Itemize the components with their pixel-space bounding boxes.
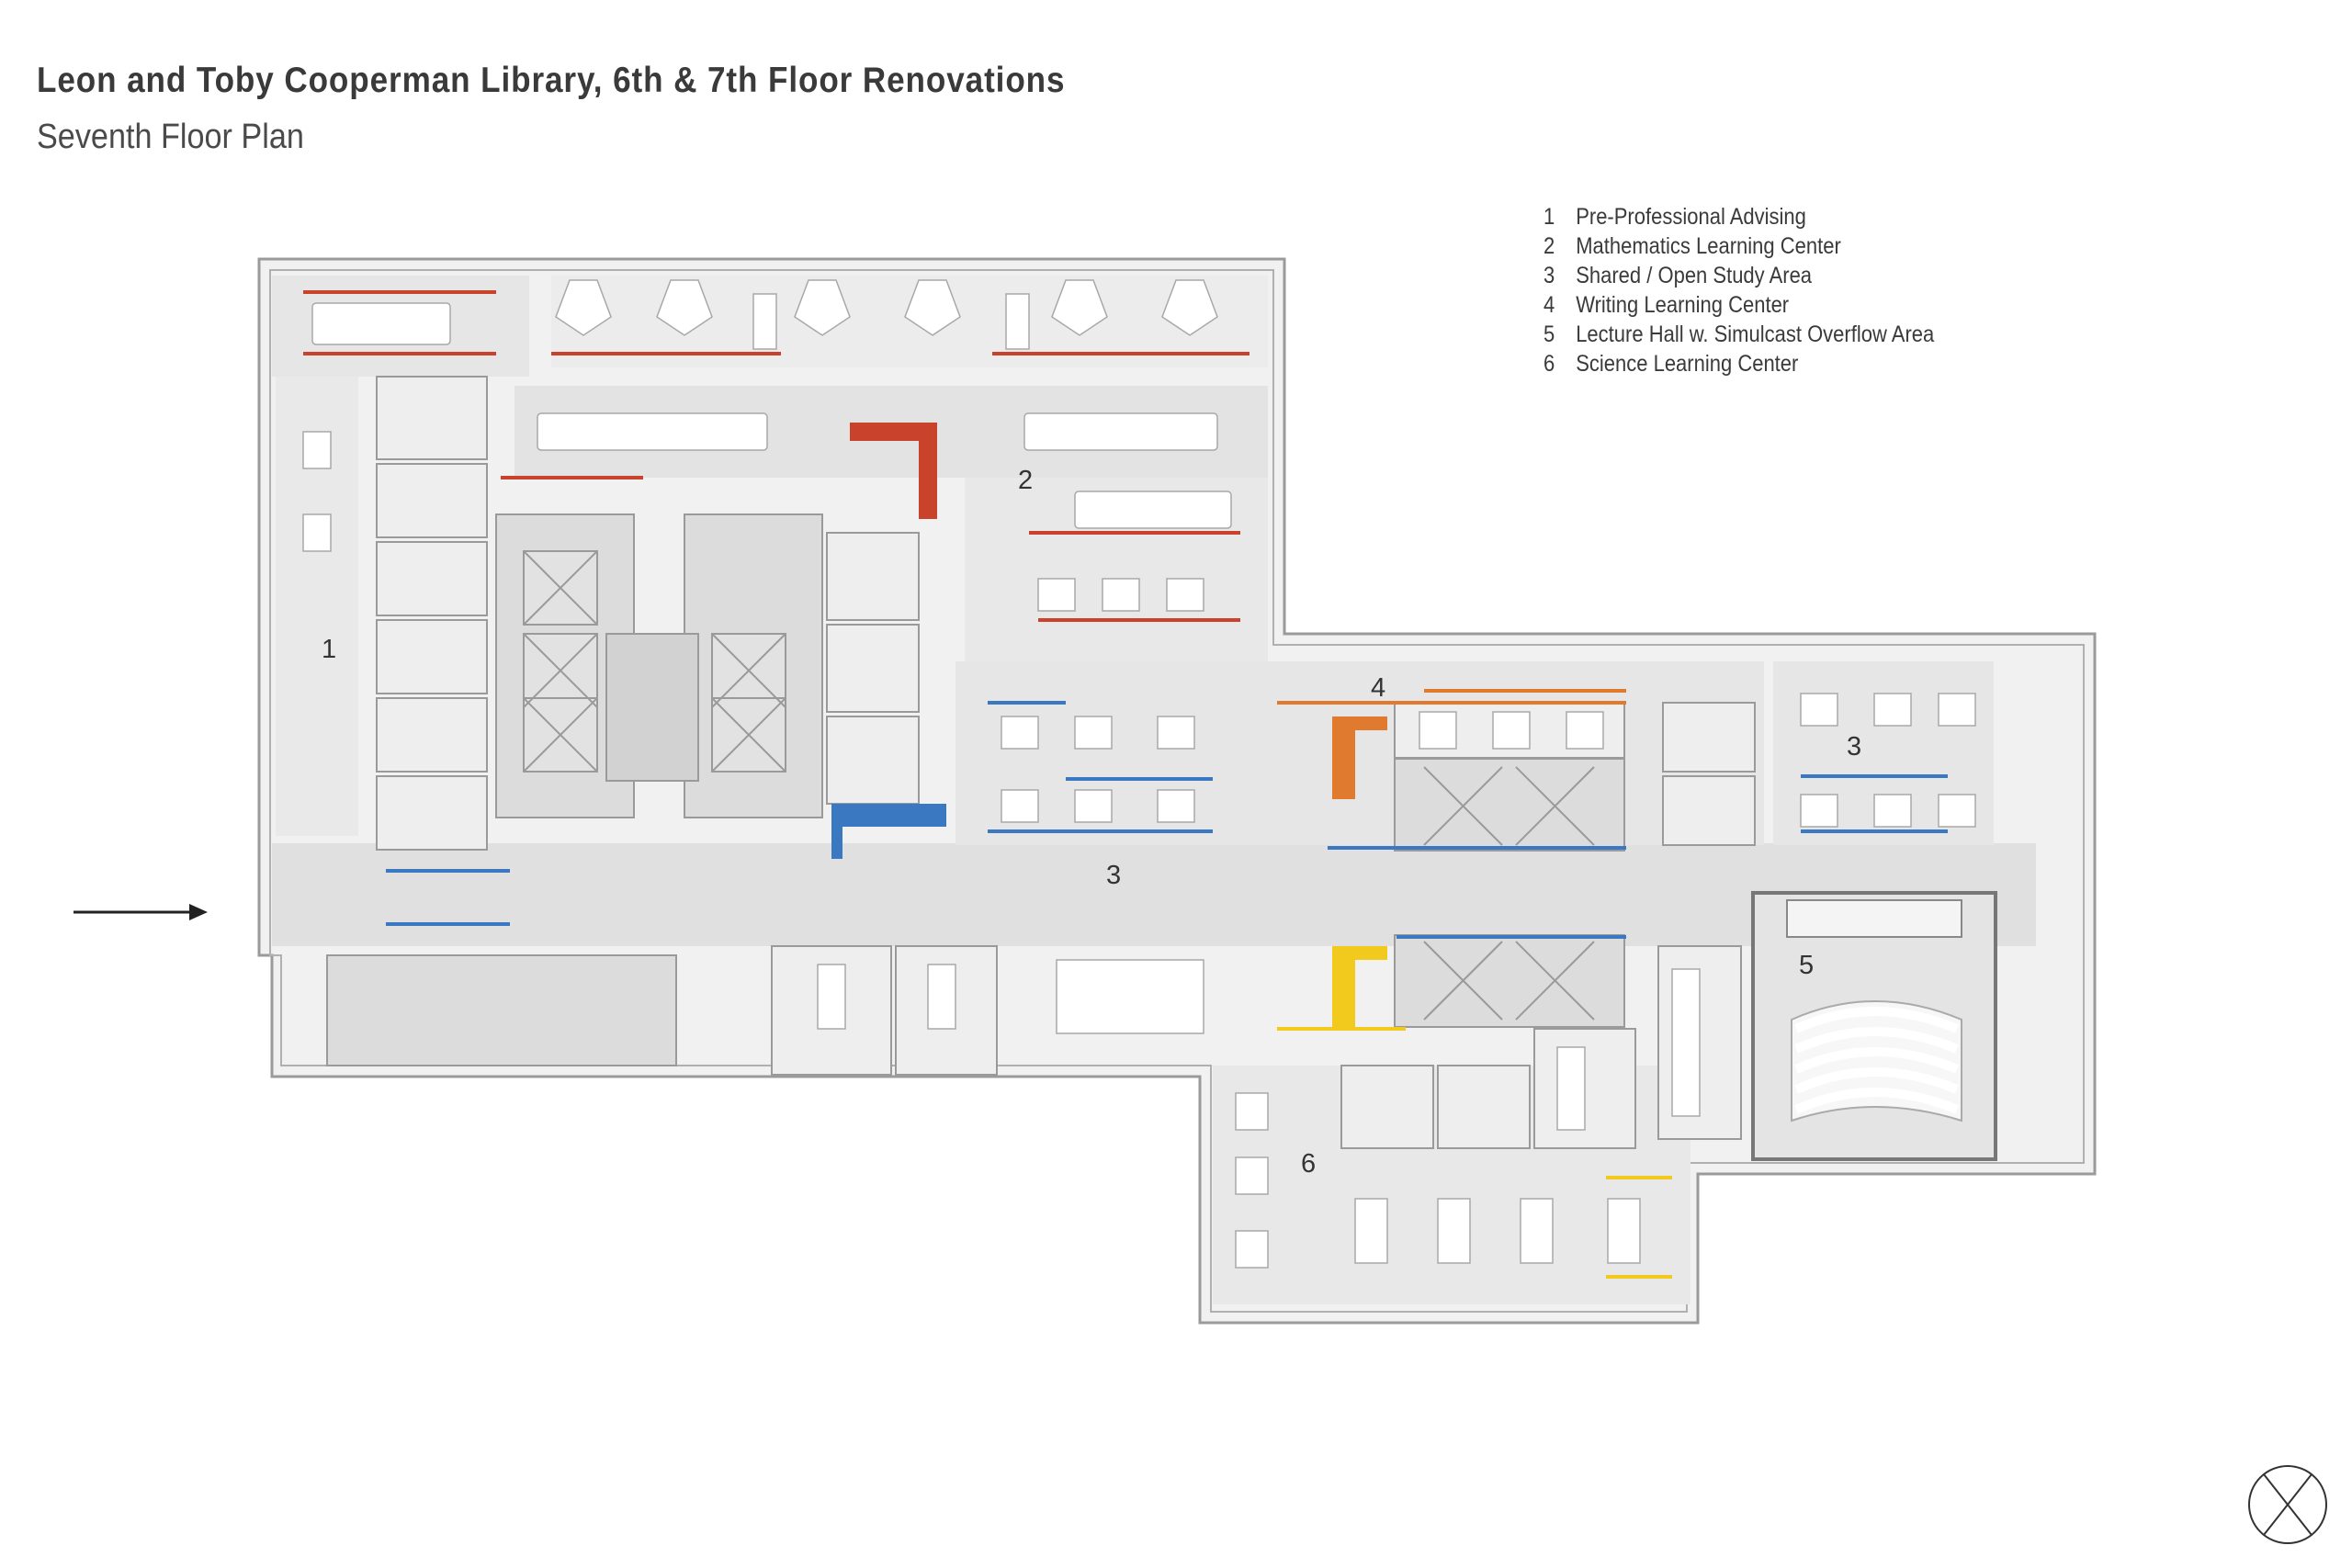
accent-blocks xyxy=(831,423,1387,1029)
room-numbers: 1 2 3 3 4 5 6 xyxy=(322,466,1861,1179)
building-core xyxy=(326,513,1625,1066)
page-title: Leon and Toby Cooperman Library, 6th & 7… xyxy=(37,61,1066,100)
room-number-1: 1 xyxy=(322,635,336,664)
room-number-2: 2 xyxy=(1018,466,1033,495)
shared-accent-block xyxy=(831,804,946,827)
room-number-4: 4 xyxy=(1371,673,1385,703)
lecture-seating xyxy=(1793,1007,1959,1114)
room-number-3-main: 3 xyxy=(1106,861,1121,890)
page-subtitle: Seventh Floor Plan xyxy=(37,118,304,156)
furniture-tables xyxy=(302,302,1976,1269)
entrance-arrow-icon xyxy=(74,904,208,920)
north-arrow-icon xyxy=(2248,1465,2327,1544)
lecture-hall xyxy=(1751,891,1997,1161)
math-accent-block xyxy=(850,423,937,519)
room-number-3-east: 3 xyxy=(1847,732,1861,761)
room-number-6: 6 xyxy=(1301,1149,1316,1179)
accent-lines xyxy=(303,290,1948,1279)
room-number-5: 5 xyxy=(1799,951,1814,980)
cluster-desks xyxy=(555,279,1218,350)
